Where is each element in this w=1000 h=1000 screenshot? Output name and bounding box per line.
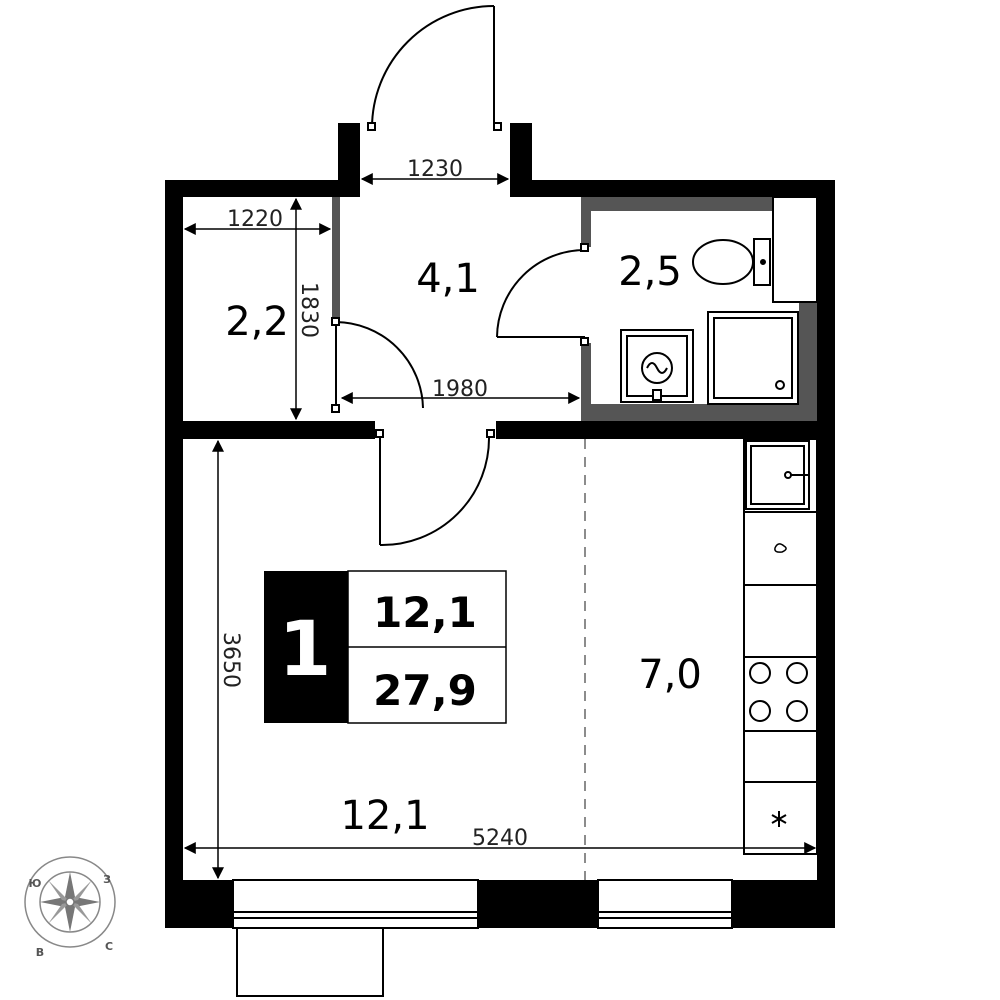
dimension-lines xyxy=(183,173,817,880)
washing-machine-icon xyxy=(620,329,694,403)
area-closet: 2,2 xyxy=(225,299,289,345)
compass-east-label: С xyxy=(105,940,113,953)
dim-room-width: 5240 xyxy=(472,826,528,851)
closet-door xyxy=(331,317,424,413)
dim-hall-length: 1980 xyxy=(432,377,488,402)
kitchen-sink-icon xyxy=(745,440,810,510)
dim-closet-depth: 1830 xyxy=(296,282,321,338)
dim-entry-width: 1230 xyxy=(407,157,463,182)
area-living: 12,1 xyxy=(340,793,429,839)
bathroom-niche xyxy=(772,196,818,303)
windows xyxy=(232,879,733,997)
area-kitchen: 7,0 xyxy=(638,652,702,698)
compass-icon: З Ю В С xyxy=(24,856,116,959)
room-door xyxy=(375,429,495,547)
stove-icon xyxy=(749,662,808,722)
area-hall: 4,1 xyxy=(416,256,480,302)
toilet-icon xyxy=(692,238,771,286)
badge-total-area: 27,9 xyxy=(373,666,477,715)
compass-south-label: В xyxy=(36,946,44,959)
dim-room-depth: 3650 xyxy=(218,632,243,688)
badge-rooms-count: 1 xyxy=(279,604,332,693)
dishwasher-drop-icon xyxy=(774,543,787,553)
exterior-walls xyxy=(165,123,835,928)
fridge-snowflake-icon xyxy=(771,811,787,827)
compass-west-label: Ю xyxy=(29,877,42,890)
dim-closet-width: 1220 xyxy=(227,207,283,232)
area-bathroom: 2,5 xyxy=(618,249,682,295)
interior-walls xyxy=(183,421,817,439)
compass-north-label: З xyxy=(103,873,111,886)
shower-icon xyxy=(707,311,799,405)
badge-living-area: 12,1 xyxy=(373,588,477,637)
bathroom-door xyxy=(496,243,589,346)
area-badge: 1 12,1 27,9 xyxy=(264,570,507,724)
partitions xyxy=(332,197,817,421)
entry-door xyxy=(367,5,502,131)
